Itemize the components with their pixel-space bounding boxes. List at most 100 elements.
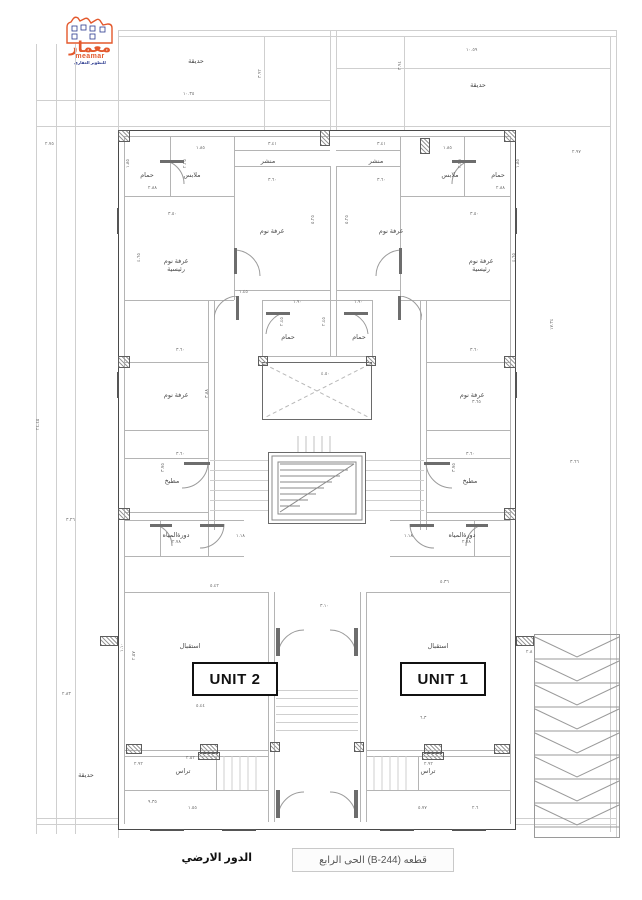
wall-cbath-l-left [262, 300, 263, 356]
wall-cbath-r-right [372, 300, 373, 356]
column-w-s [100, 636, 118, 646]
door-wc-inner-left [150, 524, 173, 547]
dimension-text: ٣.٧٥ [161, 463, 166, 472]
wall-lwc-div [160, 520, 161, 556]
floor-title: الدور الارضي [181, 852, 252, 864]
tread-l1 [210, 460, 268, 461]
entry-step-6 [276, 730, 358, 731]
wall-lobby-left2 [274, 592, 275, 822]
tread-l6 [210, 510, 268, 511]
wall-lobby-left [268, 592, 269, 822]
wall-lwc-top [124, 520, 244, 521]
wall-master-r-bot [400, 300, 510, 301]
room-label: مطبخ [164, 478, 180, 485]
wall-cbath-bot [262, 356, 372, 357]
stair-side-left [270, 462, 336, 518]
wall-rrec-top [366, 592, 510, 593]
column-e-up [504, 356, 516, 368]
dimension-text: ٥.٧٧ [418, 806, 427, 811]
dimension-text: ١٠.٥٩ [466, 48, 478, 53]
plot-line-top-inner [118, 36, 616, 37]
wall-rbed-bot [426, 430, 510, 431]
plot-title: قطعه (244-B) الحى الرابع [292, 848, 454, 872]
room-label: حمام [281, 334, 295, 341]
terrace-r-hatch [373, 756, 407, 790]
dimension-text: ٢.٤٥ [280, 317, 285, 326]
column-sw [126, 744, 142, 754]
dimension-text: ٢.٩٧ [572, 150, 581, 155]
column-entry-l [270, 742, 280, 752]
dimension-text: ٢.٦ [472, 806, 479, 811]
entry-step-5 [276, 722, 358, 723]
dimension-text: ٣.٥٠ [168, 212, 177, 217]
dimension-text: ٣.٦٦ [570, 460, 579, 465]
dimension-text: ١.٨٥ [516, 159, 521, 168]
room-label: تراس [175, 768, 191, 775]
building-inner-right [510, 136, 511, 824]
terrace-l-top [124, 756, 268, 757]
dimension-text: ٩.٣٥ [148, 800, 157, 805]
column-se [494, 744, 510, 754]
elevator-cross-icon [263, 363, 371, 419]
dimension-text: ٦.٣ [420, 716, 427, 721]
wall-cbath-mid-l [330, 300, 331, 356]
wall-rwc-div [474, 520, 475, 556]
tread-r5 [366, 500, 424, 501]
stair-upper-flight [297, 436, 331, 452]
room-label: منشر [368, 158, 384, 165]
logo-tagline: للتطوير العقاري [74, 60, 106, 65]
window-terrace-l [198, 752, 220, 760]
door-bath-left [160, 160, 185, 185]
window-s-2 [222, 829, 256, 831]
entry-step-2 [276, 698, 358, 699]
building-inner-left [124, 136, 125, 824]
room-label: دورةالمياه [162, 532, 190, 539]
door-corridor-left [214, 296, 239, 321]
garden-dim-h1 [336, 68, 610, 69]
wall-laundry-l [234, 166, 330, 167]
dimension-text: ٤.٦٥ [512, 253, 517, 262]
laundry-dim-l [234, 150, 330, 151]
dimension-text: ٣.٦٠ [377, 178, 386, 183]
door-master-right [375, 248, 402, 277]
room-label: حديقة [188, 58, 204, 65]
room-label: غرفة نوم [459, 392, 485, 399]
door-kitchen-right [424, 462, 452, 489]
column-elev-tr [366, 356, 376, 366]
dimension-text: ٣.٩٢ [258, 69, 263, 78]
tread-r2 [366, 470, 424, 471]
wall-lkit-bot [124, 512, 208, 513]
dim-line-left-3 [75, 44, 76, 834]
column-e-s [516, 636, 534, 646]
wall-rwc-top [390, 520, 510, 521]
room-label: حمام [491, 172, 505, 179]
garden-div-a [330, 30, 331, 130]
dimension-text: ٢.٨ [526, 650, 533, 655]
tread-r4 [366, 490, 424, 491]
wall-rkit-bot [426, 512, 510, 513]
tread-l5 [210, 500, 268, 501]
stair-treads-icon [271, 455, 363, 521]
wall-lwc-bot [124, 556, 244, 557]
dimension-text: ٢.٨٨ [148, 186, 157, 191]
dimension-text: ٢.٥٢ [186, 756, 195, 761]
dimension-text: ١.٥٥ [188, 806, 197, 811]
dimension-text: ٢.٧٨ [462, 540, 471, 545]
wall-lobby-right2 [360, 592, 361, 822]
entry-step-3 [276, 706, 358, 707]
laundry-dim-r [336, 150, 400, 151]
wall-dress-bed-r [400, 136, 401, 196]
wall-rbed-top [426, 362, 510, 363]
dimension-text: ١.١٨ [404, 534, 413, 539]
dimension-text: ١.٨٥ [443, 146, 452, 151]
door-wc-inner-right [465, 524, 488, 547]
room-label: رئيسية [472, 266, 490, 273]
dimension-text: ٢.٥٧ [132, 651, 137, 660]
window-s-3 [380, 829, 414, 831]
column-ne [504, 130, 516, 142]
wall-rkit-top [426, 458, 510, 459]
dimension-text: ٣.٥٠ [470, 212, 479, 217]
dimension-text: ٢.٢٥ [183, 159, 188, 168]
dimension-text: ٥.٤٢ [210, 584, 219, 589]
